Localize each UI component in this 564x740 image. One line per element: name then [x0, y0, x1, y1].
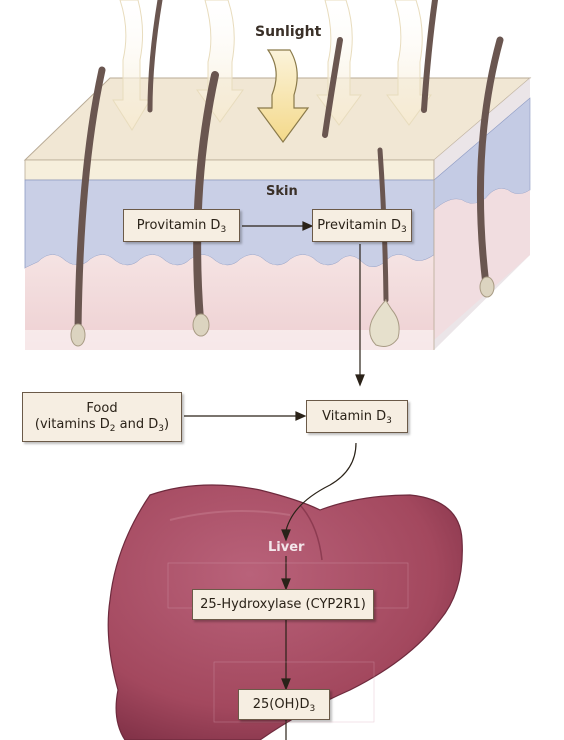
hair-bulbs	[70, 276, 495, 347]
previtamin-d3-label: Previtamin D3	[317, 217, 407, 235]
pathway-arrows	[184, 221, 365, 740]
sunlight-label: Sunlight	[255, 24, 322, 40]
provitamin-d3-label: Provitamin D3	[136, 217, 227, 235]
vitamin-d3-label: Vitamin D3	[322, 408, 392, 426]
ohd3-box: 25(OH)D3	[238, 689, 330, 720]
hydroxylase-box: 25-Hydroxylase (CYP2R1)	[192, 589, 374, 620]
skin-block	[23, 77, 532, 355]
ohd3-label: 25(OH)D3	[252, 696, 316, 714]
sunlight-arrow	[256, 49, 310, 144]
vitamin-d3-box: Vitamin D3	[306, 400, 408, 433]
skin-label: Skin	[266, 184, 298, 199]
previtamin-d3-box: Previtamin D3	[312, 209, 412, 242]
food-box: Food (vitamins D2 and D3)	[22, 392, 182, 442]
hydroxylase-label: 25-Hydroxylase (CYP2R1)	[200, 596, 366, 612]
subcutaneous-layer	[25, 254, 434, 350]
liver-label: Liver	[268, 540, 305, 555]
food-sublabel: (vitamins D2 and D3)	[34, 417, 170, 434]
arrow-vitamin-to-liver	[285, 442, 357, 533]
food-label: Food	[86, 401, 118, 416]
provitamin-d3-box: Provitamin D3	[123, 209, 240, 242]
